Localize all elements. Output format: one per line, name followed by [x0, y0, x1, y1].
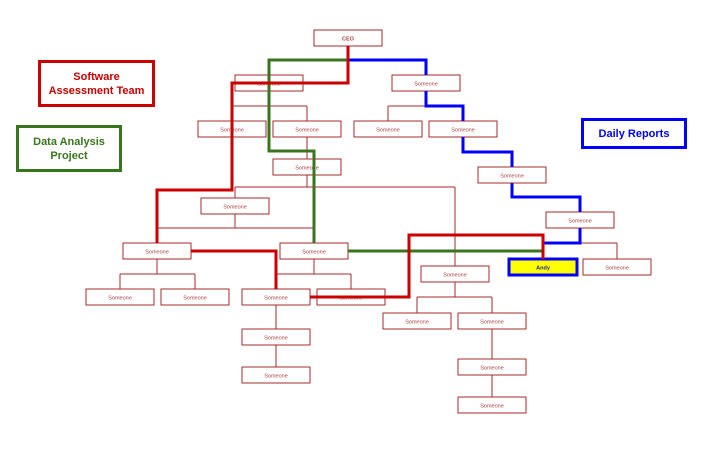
node-box	[457, 312, 527, 330]
node-label: Someone	[605, 266, 629, 272]
node-box	[241, 366, 311, 384]
connector-line	[348, 59, 427, 75]
node-label: Someone	[264, 296, 288, 302]
node-label: Someone	[405, 320, 429, 326]
node-box	[241, 328, 311, 346]
node-label: Someone	[451, 128, 475, 134]
node-label: Someone	[183, 296, 207, 302]
connector-line	[234, 175, 456, 266]
node-label: Someone	[500, 174, 524, 180]
node-label: Someone	[414, 82, 438, 88]
org-node[interactable]: Someone	[241, 366, 311, 384]
node-label: Someone	[376, 128, 400, 134]
connectors	[119, 46, 618, 397]
org-node[interactable]: Someone	[477, 166, 547, 184]
node-label: Someone	[480, 366, 504, 372]
node-box	[200, 197, 270, 215]
org-node[interactable]: Someone	[382, 312, 452, 330]
node-label: Andy	[536, 266, 551, 272]
highlight-paths	[155, 46, 582, 299]
path-data-analysis	[267, 58, 543, 253]
legend-software-assessment-team: Software Assessment Team	[38, 60, 155, 107]
node-label: Someone	[223, 205, 247, 211]
node-box	[382, 312, 452, 330]
org-node[interactable]: Someone	[391, 74, 461, 92]
legend-data-analysis-project: Data Analysis Project	[16, 125, 122, 172]
node-label: Someone	[145, 250, 169, 256]
org-node[interactable]: Someone	[420, 265, 490, 283]
node-box	[160, 288, 230, 306]
node-label: Someone	[443, 273, 467, 279]
connector-line	[275, 259, 352, 289]
connector-line	[416, 282, 493, 313]
path-daily-reports	[348, 58, 582, 245]
path-software-assessment	[155, 46, 545, 299]
org-node[interactable]: Someone	[279, 242, 349, 260]
org-node[interactable]: Someone	[241, 288, 311, 306]
node-label: Someone	[295, 128, 319, 134]
node-label: Someone	[264, 336, 288, 342]
org-node[interactable]: CEO	[313, 29, 383, 47]
node-label: Someone	[295, 166, 319, 172]
node-label: Someone	[568, 219, 592, 225]
node-box	[420, 265, 490, 283]
org-node[interactable]: Someone	[353, 120, 423, 138]
node-label: Someone	[108, 296, 132, 302]
node-label: Someone	[480, 404, 504, 410]
node-label: CEO	[342, 37, 355, 43]
node-box	[582, 258, 652, 276]
org-node[interactable]: Someone	[545, 211, 615, 229]
connector-line	[156, 214, 315, 243]
node-box	[353, 120, 423, 138]
legend-label: Data Analysis Project	[33, 135, 105, 162]
org-node[interactable]: Someone	[428, 120, 498, 138]
connector-line	[119, 259, 196, 289]
node-label: Someone	[264, 374, 288, 380]
org-node[interactable]: Someone	[457, 358, 527, 376]
node-box	[272, 158, 342, 176]
org-node[interactable]: Someone	[85, 288, 155, 306]
org-node[interactable]: Someone	[582, 258, 652, 276]
node-box	[457, 358, 527, 376]
node-label: Someone	[302, 250, 326, 256]
node-box	[85, 288, 155, 306]
org-node[interactable]: Someone	[160, 288, 230, 306]
legend-label: Software Assessment Team	[48, 70, 145, 97]
org-node[interactable]: Someone	[272, 158, 342, 176]
legend-label: Daily Reports	[598, 127, 670, 140]
node-label: Someone	[480, 320, 504, 326]
org-node[interactable]: Someone	[200, 197, 270, 215]
legend-daily-reports: Daily Reports	[581, 118, 687, 149]
org-node[interactable]: Someone	[241, 328, 311, 346]
node-andy[interactable]: Andy	[507, 257, 579, 277]
org-node[interactable]: Someone	[457, 312, 527, 330]
org-node[interactable]: Someone	[122, 242, 192, 260]
org-node[interactable]: Someone	[457, 396, 527, 414]
org-node[interactable]: Someone	[272, 120, 342, 138]
node-box	[272, 120, 342, 138]
node-box	[457, 396, 527, 414]
